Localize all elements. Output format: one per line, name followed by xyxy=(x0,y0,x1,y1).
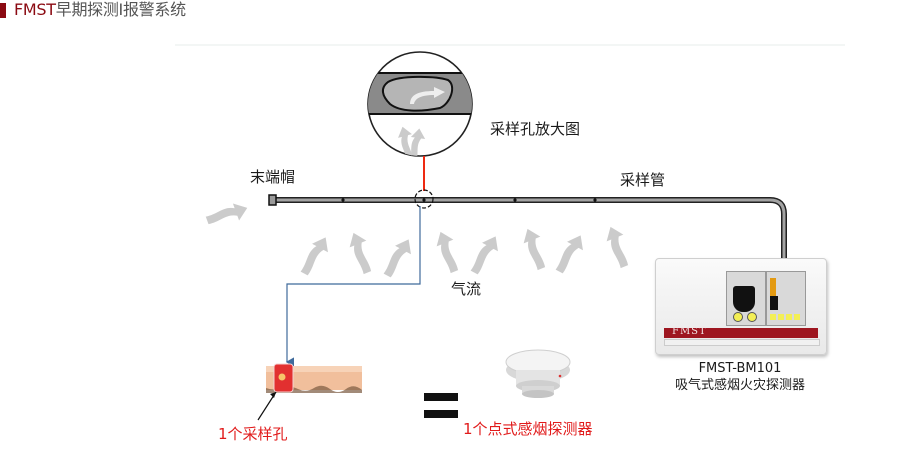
equals-bar xyxy=(424,393,458,401)
top-divider xyxy=(175,44,845,46)
device-name: 吸气式感烟火灾探测器 xyxy=(674,378,805,393)
sampling-pipe-photo xyxy=(266,363,362,393)
airflow-arrow-icon xyxy=(552,231,589,277)
equals-bar xyxy=(424,410,458,418)
end-cap-label: 末端帽 xyxy=(250,168,296,186)
airflow-arrow-icon xyxy=(467,232,504,278)
hole-pointer-head xyxy=(270,392,276,398)
airflow-arrow-icon xyxy=(204,199,251,231)
device-indicator xyxy=(770,278,776,296)
airflow-arrow-icon xyxy=(380,235,417,281)
spot-smoke-detector-image xyxy=(505,349,571,398)
airflow-label: 气流 xyxy=(451,280,482,298)
sampling-hole xyxy=(341,198,345,202)
sampling-hole-caption: 1个采样孔 xyxy=(218,425,288,443)
page-title-text: 早期探测I报警系统 xyxy=(55,0,186,19)
airflow-arrow-icon xyxy=(297,233,334,279)
device-display-panel xyxy=(726,271,766,326)
airflow-arrow-icon xyxy=(519,225,552,272)
device-screen xyxy=(733,286,755,312)
end-cap xyxy=(268,194,277,206)
device-knob xyxy=(747,312,757,322)
header-accent-bar xyxy=(0,3,6,18)
device-model: FMST-BM101 xyxy=(698,361,782,376)
sampling-pipe xyxy=(268,189,787,258)
sampling-hole xyxy=(422,198,426,202)
device-brand-text: FMST xyxy=(672,326,707,337)
sampling-hole xyxy=(513,198,517,202)
aspirating-detector-device: FMST xyxy=(655,258,827,355)
airflow-arrow-icon xyxy=(345,229,378,276)
spot-detector-caption: 1个点式感烟探测器 xyxy=(463,420,593,438)
page-title-brand: FMST xyxy=(14,0,56,19)
airflow-arrow-icon xyxy=(432,228,465,275)
magnifier-label: 采样孔放大图 xyxy=(490,120,581,138)
device-fine-print xyxy=(664,339,820,346)
leader-line xyxy=(285,206,421,367)
device-buttons xyxy=(770,314,802,320)
pipe-label: 采样管 xyxy=(620,171,666,189)
device-knob xyxy=(733,312,743,322)
device-indicator xyxy=(770,296,778,310)
device-brand-strip: FMST xyxy=(664,326,818,338)
equals-sign xyxy=(424,393,458,418)
hole-highlight-circle xyxy=(414,189,434,209)
sampling-hole xyxy=(593,198,597,202)
page-title: FMST早期探测I报警系统 xyxy=(14,0,186,20)
magnifier-inset xyxy=(367,51,473,157)
airflow-arrow-icon xyxy=(602,223,635,270)
device-control-panel xyxy=(766,271,806,326)
